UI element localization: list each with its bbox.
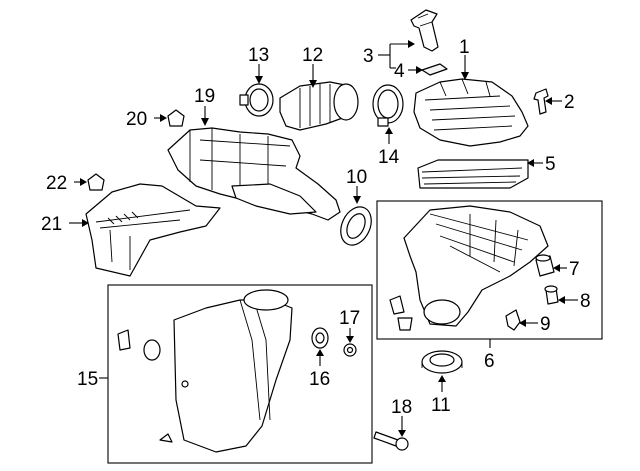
callout-6: 6 [484, 351, 495, 372]
part-18-bolt [373, 431, 409, 451]
part-11-ring [421, 350, 463, 374]
callout-15: 15 [77, 369, 98, 390]
callout-7: 7 [569, 259, 580, 280]
leader-lines [69, 40, 578, 437]
callout-4: 4 [394, 61, 405, 82]
callout-22: 22 [46, 173, 67, 194]
callout-13: 13 [248, 45, 269, 66]
callout-9: 9 [540, 314, 551, 335]
part-19-air-duct [167, 127, 341, 221]
part-10-seal [340, 206, 372, 246]
callout-16: 16 [309, 369, 330, 390]
callout-5: 5 [545, 154, 556, 175]
callout-14: 14 [378, 147, 400, 168]
part-6-lower-housing [403, 205, 549, 327]
part-3-bracket [410, 9, 439, 52]
callout-19: 19 [194, 86, 215, 107]
part-13-clamp [239, 83, 274, 117]
callout-2: 2 [564, 92, 575, 113]
callout-12: 12 [302, 45, 323, 66]
part-21-resonator [85, 183, 221, 277]
callout-8: 8 [580, 291, 591, 312]
callout-labels: 1 2 3 4 5 6 7 8 9 10 11 12 13 14 15 16 1… [41, 37, 591, 418]
part-6-hardware [389, 295, 413, 331]
part-5-filter-element [417, 159, 529, 189]
callout-17: 17 [339, 308, 360, 329]
callout-18: 18 [391, 397, 412, 418]
callout-21: 21 [41, 214, 62, 235]
part-20-grommet [167, 109, 185, 127]
callout-11: 11 [431, 395, 451, 416]
callout-20: 20 [126, 109, 147, 130]
part-4-gasket [421, 63, 448, 76]
part-14-clamp [372, 84, 404, 127]
part-7-bushing [535, 254, 555, 277]
part-8-bushing [544, 285, 559, 305]
part-2-clip [533, 88, 549, 115]
part-1-upper-housing [413, 78, 529, 147]
part-22-grommet [87, 173, 105, 191]
callout-1: 1 [459, 37, 470, 58]
part-17-nut [343, 343, 357, 357]
part-16-grommet [311, 327, 329, 349]
part-15-resonator-chamber [159, 289, 293, 453]
callout-3: 3 [363, 46, 374, 67]
part-9-clip [505, 309, 521, 331]
callout-10: 10 [346, 167, 367, 188]
part-15-hardware [117, 329, 161, 361]
part-12-intake-boot [279, 81, 359, 131]
group-box-15 [107, 284, 373, 464]
